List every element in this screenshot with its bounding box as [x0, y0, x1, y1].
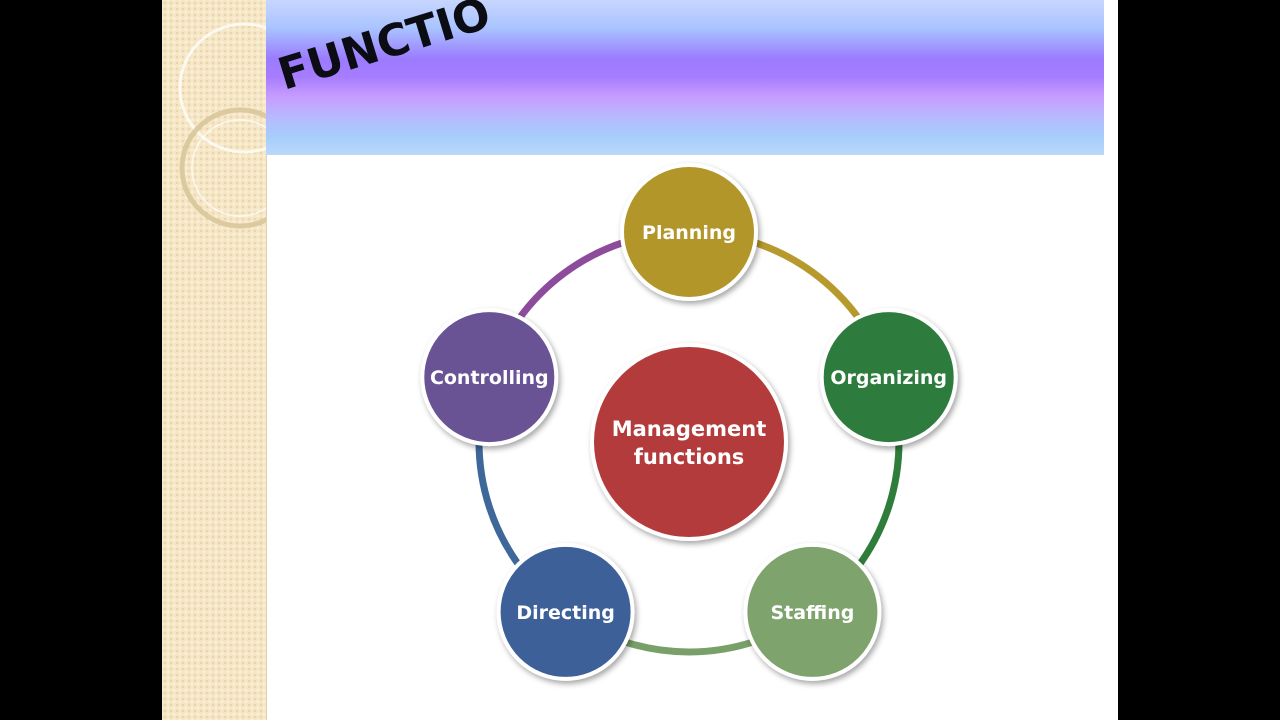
center-hub-circle	[590, 343, 788, 541]
center-hub-label-line-1: Management	[612, 417, 767, 441]
center-hub-label-line-2: functions	[634, 445, 745, 469]
node-planning-circle	[620, 163, 758, 301]
node-directing-circle	[496, 542, 635, 681]
decorative-side-panel	[162, 0, 267, 720]
node-planning-label: Planning	[642, 222, 736, 244]
node-directing: Directing	[496, 542, 635, 681]
node-organizing-label: Organizing	[830, 367, 947, 389]
node-controlling-label: Controlling	[430, 367, 549, 389]
node-controlling: Controlling	[420, 308, 559, 447]
center-hub: Management functions	[590, 343, 788, 541]
node-staffing: Staffing	[743, 542, 882, 681]
slide-title: FUNCTIO	[272, 0, 496, 101]
decorative-ring-lower	[179, 107, 266, 229]
decorative-ring-upper	[178, 22, 266, 154]
node-organizing: Organizing	[819, 308, 958, 447]
node-directing-label: Directing	[516, 602, 615, 624]
decorative-rings	[178, 22, 266, 229]
title-band: FUNCTIO	[266, 0, 1104, 155]
decorative-ring-lower-inner	[191, 119, 266, 217]
node-staffing-label: Staffing	[770, 602, 854, 624]
node-staffing-circle	[743, 542, 882, 681]
node-planning: Planning	[620, 163, 758, 301]
node-organizing-circle	[819, 308, 958, 447]
node-controlling-circle	[420, 308, 559, 447]
